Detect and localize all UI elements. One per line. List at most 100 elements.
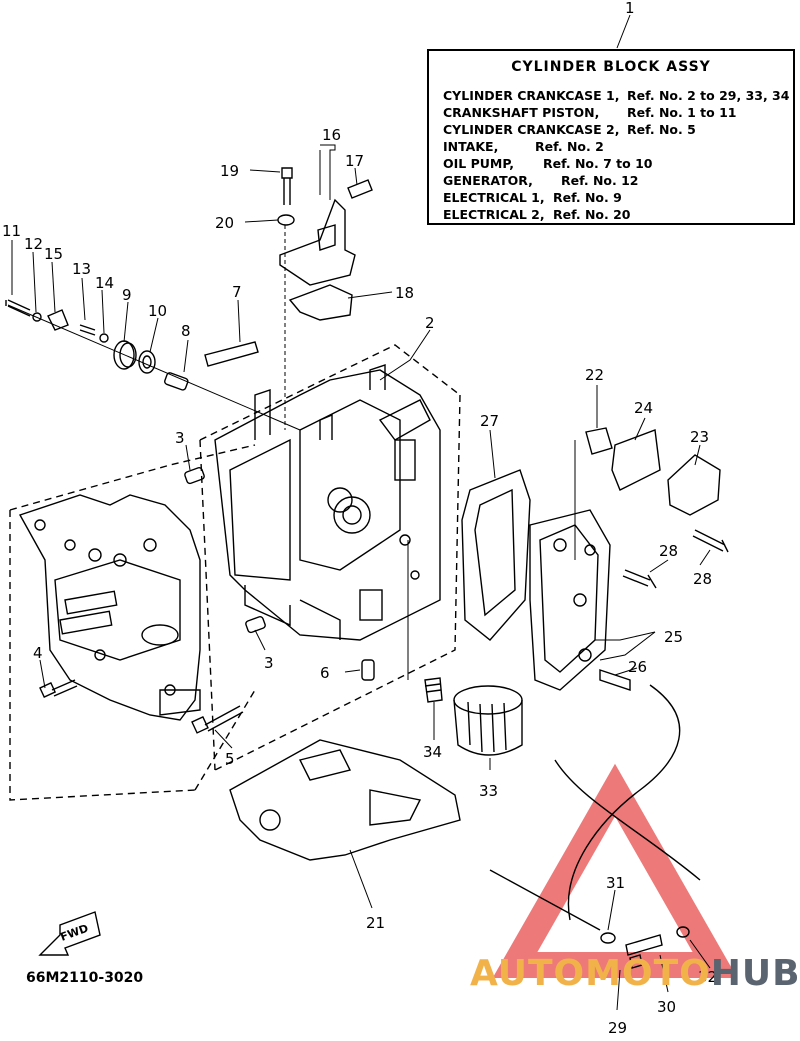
- cover-23-part: [667, 454, 721, 516]
- assembly-legend-box: CYLINDER BLOCK ASSY CYLINDER CRANKCASE 1…: [427, 49, 795, 225]
- gasket-21-part: [229, 739, 461, 861]
- diagram-code: 66M2110-3020: [26, 970, 144, 986]
- callout-14: 14: [95, 274, 114, 292]
- bolt-19-part: [281, 167, 293, 205]
- callout-17: 17: [345, 152, 364, 170]
- legend-rows: CYLINDER CRANKCASE 1, Ref. No. 2 to 29, …: [443, 87, 790, 223]
- callout-27: 27: [480, 412, 499, 430]
- legend-row: CRANKSHAFT PISTON, Ref. No. 1 to 11: [443, 104, 787, 121]
- legend-row-ref: Ref. No. 12: [561, 173, 639, 188]
- callout-20: 20: [215, 214, 234, 232]
- watermark-text-b: HUB: [710, 953, 800, 994]
- thermostat-cover-16-part: [279, 198, 356, 286]
- bolt-11-part: [5, 299, 31, 317]
- callout-3-upper: 3: [175, 429, 185, 447]
- callout-8: 8: [181, 322, 191, 340]
- pin-8-part: [164, 372, 189, 391]
- callout-16: 16: [322, 126, 341, 144]
- callout-13: 13: [72, 260, 91, 278]
- hose-7-part: [204, 341, 259, 367]
- legend-row-name: INTAKE,: [443, 139, 499, 154]
- legend-row-name: OIL PUMP,: [443, 156, 514, 171]
- legend-row: INTAKE, Ref. No. 2: [443, 138, 787, 155]
- callout-25: 25: [664, 628, 683, 646]
- washer-20-part: [277, 214, 295, 226]
- fitting-26-part: [599, 669, 631, 691]
- bracket-15-part: [47, 309, 69, 331]
- bolt-5-part: [191, 705, 244, 734]
- legend-row-ref: Ref. No. 7 to 10: [543, 156, 653, 171]
- bolt-4-part: [39, 679, 78, 698]
- oil-filter-33-part: [453, 685, 523, 756]
- dowel-pin-3-lower-part: [245, 615, 266, 634]
- callout-28-lower: 28: [693, 570, 712, 588]
- callout-22: 22: [585, 366, 604, 384]
- callout-10: 10: [148, 302, 167, 320]
- watermark-text-a: AUTOMOTO: [470, 953, 711, 994]
- legend-row-name: ELECTRICAL 2,: [443, 207, 545, 222]
- washer-12-part: [32, 312, 42, 322]
- callout-32: 32: [698, 968, 717, 986]
- gasket-24-part: [611, 429, 661, 491]
- dowel-pin-3-upper-part: [184, 466, 205, 485]
- washer-14-part: [99, 333, 109, 343]
- legend-row-name: GENERATOR,: [443, 173, 533, 188]
- legend-row-name: CRANKSHAFT PISTON,: [443, 105, 600, 120]
- legend-row: OIL PUMP, Ref. No. 7 to 10: [443, 155, 787, 172]
- watermark-triangle: [492, 763, 738, 978]
- callout-1: 1: [625, 0, 635, 17]
- legend-row-ref: Ref. No. 2 to 29, 33, 34: [627, 88, 790, 103]
- legend-row: ELECTRICAL 2, Ref. No. 20: [443, 206, 787, 223]
- gasket-18-part: [288, 284, 353, 321]
- callout-4: 4: [33, 644, 43, 662]
- fwd-arrow-icon: [38, 911, 101, 956]
- dowel-pin-6-part: [361, 659, 375, 681]
- callout-30: 30: [657, 998, 676, 1016]
- pipe-17-part: [347, 179, 373, 199]
- legend-row-name: CYLINDER CRANKCASE 2,: [443, 122, 620, 137]
- callout-5: 5: [225, 750, 235, 768]
- callout-23: 23: [690, 428, 709, 446]
- watermark-logo: AUTOMOTOHUB: [470, 953, 800, 994]
- bolt-28-upper-part: [692, 529, 729, 553]
- callout-28-upper: 28: [659, 542, 678, 560]
- shaft-axis-line: [7, 304, 301, 431]
- callout-2: 2: [425, 314, 435, 332]
- stud-34-part: [424, 677, 443, 703]
- gasket-27-part: [461, 469, 531, 641]
- thermo-switch-22-part: [585, 427, 613, 455]
- legend-row-ref: Ref. No. 2: [535, 139, 604, 154]
- bolt-28-lower-part: [622, 569, 657, 589]
- legend-title: CYLINDER BLOCK ASSY: [511, 59, 711, 75]
- callout-31: 31: [606, 874, 625, 892]
- callout-9: 9: [122, 286, 132, 304]
- callout-6: 6: [320, 664, 330, 682]
- legend-row-name: ELECTRICAL 1,: [443, 190, 545, 205]
- exhaust-cover-25-part: [529, 509, 611, 691]
- callout-numbers: 1 2 3 3 4 5 6 7 8 9 10 11 12 13 14 15 16…: [2, 0, 717, 1037]
- legend-row-ref: Ref. No. 5: [627, 122, 696, 137]
- callout-33: 33: [479, 782, 498, 800]
- callout-12: 12: [24, 235, 43, 253]
- callout-3-lower: 3: [264, 654, 274, 672]
- legend-row-ref: Ref. No. 20: [553, 207, 631, 222]
- legend-row: CYLINDER CRANKCASE 1, Ref. No. 2 to 29, …: [443, 87, 790, 104]
- oil-seal-10-part: [138, 350, 156, 374]
- crankcase-dashed-outline: [9, 344, 461, 801]
- legend-row-name: CYLINDER CRANKCASE 1,: [443, 88, 620, 103]
- callout-7: 7: [232, 283, 242, 301]
- cylinder-block-part: [214, 364, 441, 641]
- legend-row: GENERATOR, Ref. No. 12: [443, 172, 787, 189]
- crankcase-part: [18, 494, 201, 721]
- callout-34: 34: [423, 743, 442, 761]
- callout-11: 11: [2, 222, 21, 240]
- callout-18: 18: [395, 284, 414, 302]
- leader-lines: [11, 14, 711, 1011]
- callout-19: 19: [220, 162, 239, 180]
- legend-row-ref: Ref. No. 9: [553, 190, 622, 205]
- hose-29-32-part: [489, 684, 701, 969]
- legend-row: ELECTRICAL 1, Ref. No. 9: [443, 189, 787, 206]
- callout-26: 26: [628, 658, 647, 676]
- callout-15: 15: [44, 245, 63, 263]
